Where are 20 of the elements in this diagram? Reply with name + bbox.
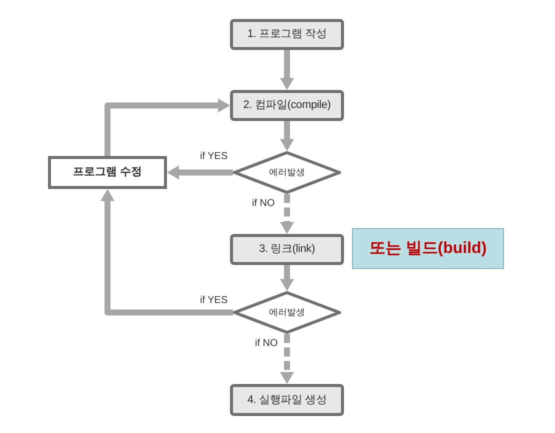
- arrow: [280, 194, 294, 234]
- edge-label: if YES: [200, 295, 228, 306]
- process-box: 3. 링크(link): [230, 234, 344, 265]
- process-box: 2. 컴파일(compile): [230, 90, 344, 121]
- process-box: 프로그램 수정: [48, 156, 167, 189]
- process-box: 4. 실행파일 생성: [230, 384, 344, 416]
- arrow: [167, 166, 233, 180]
- decision-diamond: 에러발생: [233, 291, 341, 334]
- decision-diamond: 에러발생: [233, 151, 341, 194]
- arrow: [100, 189, 233, 316]
- arrow: [104, 98, 230, 156]
- process-box: 1. 프로그램 작성: [230, 19, 344, 50]
- arrow: [280, 334, 294, 384]
- arrow: [280, 121, 294, 151]
- edge-label: if NO: [255, 338, 278, 349]
- edge-label: if YES: [200, 151, 228, 162]
- arrow: [280, 50, 294, 90]
- arrow: [280, 265, 294, 291]
- note-box: 또는 빌드(build): [352, 228, 504, 269]
- edge-label: if NO: [252, 198, 275, 209]
